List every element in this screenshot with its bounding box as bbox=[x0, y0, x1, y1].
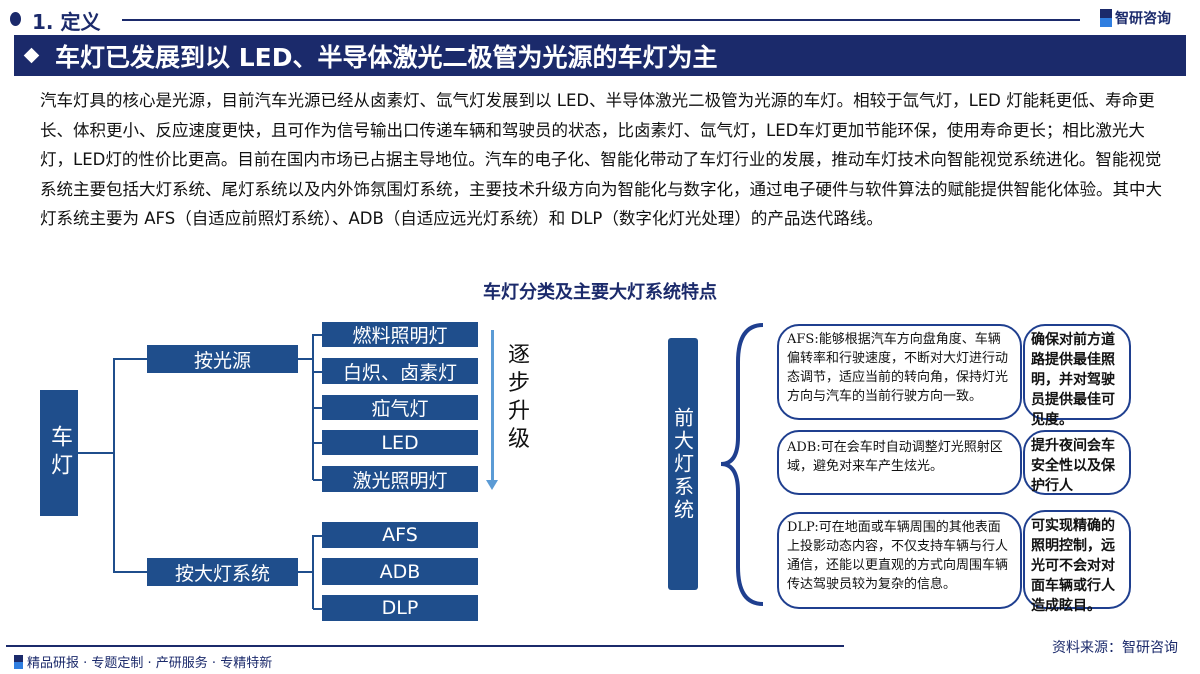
arrow-head-icon bbox=[486, 480, 498, 490]
footer-rule bbox=[6, 645, 844, 647]
connector bbox=[298, 571, 313, 573]
feature-afs-benefit: 确保对前方道路提供最佳照明，并对驾驶员提供最佳可见度。 bbox=[1023, 324, 1131, 428]
headlamp-adb: ADB bbox=[322, 558, 478, 585]
brace-icon bbox=[720, 323, 764, 606]
connector bbox=[78, 452, 113, 454]
feature-afs-desc: AFS:能够根据汽车方向盘角度、车辆偏转率和行驶速度，不断对大灯进行动态调节，适… bbox=[777, 324, 1022, 420]
connector bbox=[298, 358, 313, 360]
upgrade-label: 逐步升级 bbox=[508, 343, 531, 452]
headlamp-dlp: DLP bbox=[322, 595, 478, 621]
connector bbox=[312, 535, 314, 609]
by-headlamp-node: 按大灯系统 bbox=[147, 558, 298, 586]
logo-icon bbox=[14, 654, 23, 669]
logo: 智研咨询 bbox=[1100, 8, 1171, 28]
headlamp-afs: AFS bbox=[322, 522, 478, 548]
source-卤素灯: 白炽、卤素灯 bbox=[322, 358, 478, 384]
logo-icon bbox=[1100, 9, 1112, 27]
title-bar: 车灯已发展到以 LED、半导体激光二极管为光源的车灯为主 bbox=[14, 35, 1186, 76]
header-rule bbox=[122, 19, 1080, 21]
section-dot bbox=[10, 12, 21, 26]
intro-paragraph: 汽车灯具的核心是光源，目前汽车光源已经从卤素灯、氙气灯发展到以 LED、半导体激… bbox=[40, 91, 1162, 228]
front-headlamp-node: 前大灯系统 bbox=[668, 338, 698, 590]
diamond-icon bbox=[23, 47, 40, 64]
source-燃料照明灯: 燃料照明灯 bbox=[322, 322, 478, 347]
source-led: LED bbox=[322, 430, 478, 455]
source-疝气灯: 疝气灯 bbox=[322, 395, 478, 420]
feature-dlp-benefit: 可实现精确的照明控制，远光可不会对对面车辆或行人造成眩目。 bbox=[1023, 510, 1131, 614]
upgrade-arrow bbox=[491, 330, 494, 482]
connector bbox=[113, 358, 147, 360]
feature-adb-desc: ADB:可在会车时自动调整灯光照射区域，避免对来车产生炫光。 bbox=[777, 430, 1022, 495]
feature-adb-benefit: 提升夜间会车安全性以及保护行人 bbox=[1023, 430, 1131, 495]
footer: 精品研报 · 专题定制 · 产研服务 · 专精特新 bbox=[14, 652, 272, 671]
section-heading: 1. 定义 bbox=[32, 10, 101, 34]
feature-dlp-desc: DLP:可在地面或车辆周围的其他表面上投影动态内容，不仅支持车辆与行人通信，还能… bbox=[777, 512, 1022, 609]
diagram-title: 车灯分类及主要大灯系统特点 bbox=[483, 282, 717, 303]
connector bbox=[113, 571, 147, 573]
by-source-node: 按光源 bbox=[147, 345, 298, 373]
source-note: 资料来源：智研咨询 bbox=[1052, 640, 1178, 656]
connector bbox=[113, 358, 115, 572]
source-激光: 激光照明灯 bbox=[322, 466, 478, 492]
root-node: 车灯 bbox=[40, 390, 78, 516]
page-title: 车灯已发展到以 LED、半导体激光二极管为光源的车灯为主 bbox=[55, 42, 718, 72]
